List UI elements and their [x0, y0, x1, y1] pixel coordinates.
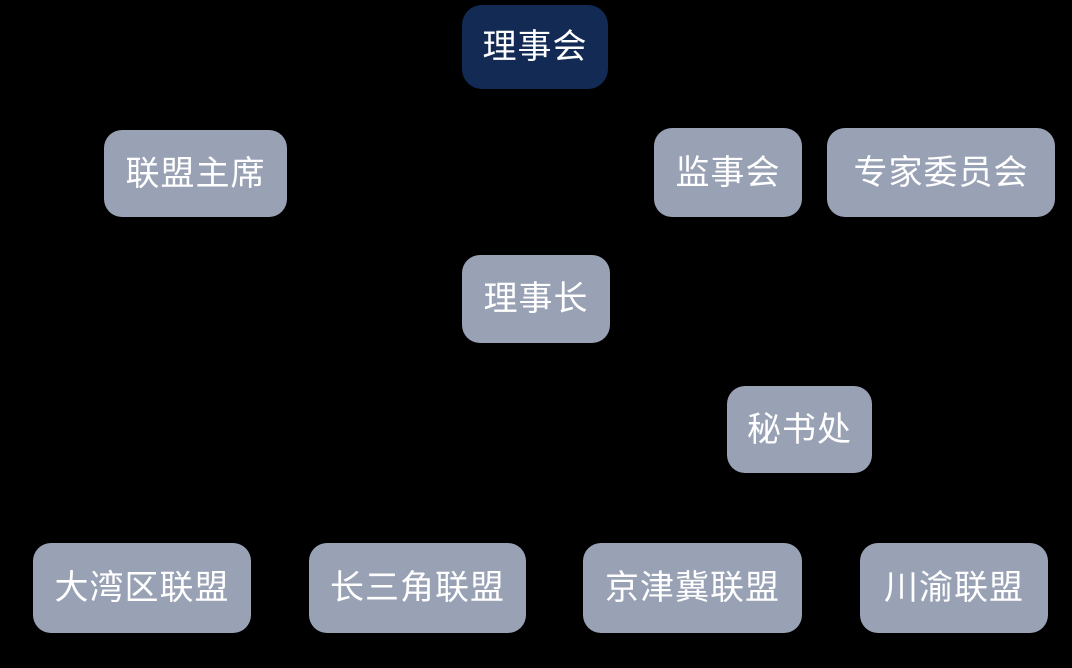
org-node-alliance-chairman: 联盟主席 — [104, 130, 287, 217]
org-node-jing-jin-ji-alliance: 京津冀联盟 — [583, 543, 802, 633]
org-node-expert-committee: 专家委员会 — [827, 128, 1055, 217]
org-node-chuan-yu-alliance: 川渝联盟 — [860, 543, 1048, 633]
org-node-president: 理事长 — [462, 255, 610, 343]
org-node-greater-bay-alliance: 大湾区联盟 — [33, 543, 251, 633]
org-node-yangtze-delta-alliance: 长三角联盟 — [309, 543, 526, 633]
org-node-supervisory-board: 监事会 — [654, 128, 802, 217]
org-node-council: 理事会 — [462, 5, 608, 89]
org-node-secretariat: 秘书处 — [727, 386, 872, 473]
